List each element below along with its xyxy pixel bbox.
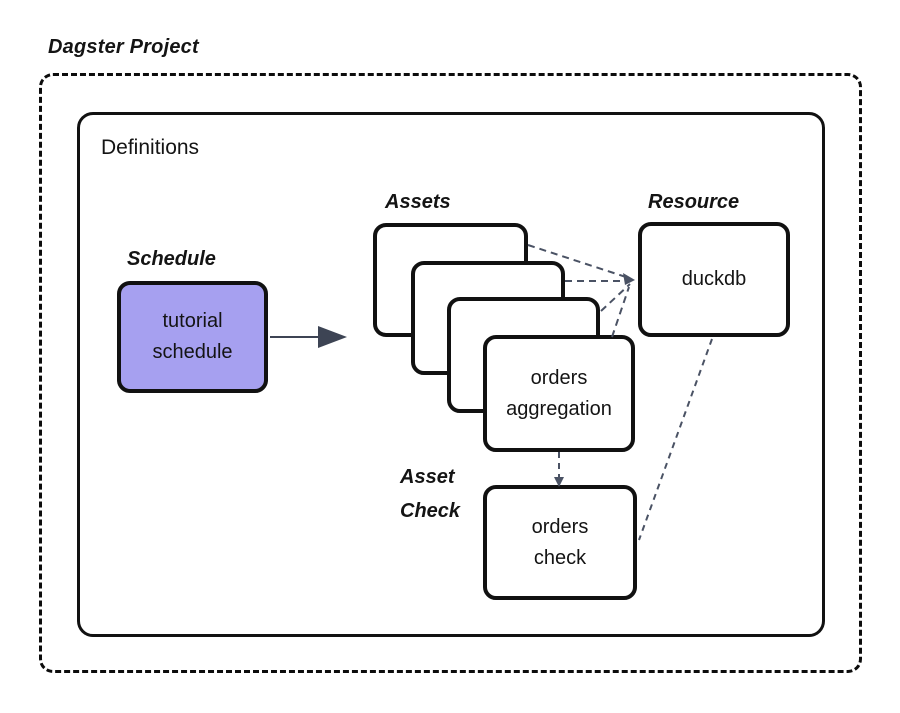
- schedule-label: Schedule: [127, 248, 216, 270]
- asset-check-label: Asset Check: [400, 466, 461, 522]
- duckdb-node-label: duckdb: [681, 268, 747, 290]
- orders-check-node-label: orders check: [531, 515, 589, 569]
- orders-aggregation-node: orders aggregation: [483, 335, 635, 452]
- schedule-node: tutorial schedule: [117, 281, 268, 393]
- assets-label: Assets: [385, 191, 451, 213]
- resource-label: Resource: [648, 191, 740, 213]
- schedule-node-label: tutorial schedule: [152, 310, 233, 363]
- diagram-title: Dagster Project: [48, 36, 199, 58]
- dagster-project-boundary: [39, 73, 862, 673]
- definitions-container: [77, 112, 825, 637]
- orders-check-node: orders check: [483, 485, 637, 600]
- definitions-label: Definitions: [101, 136, 200, 159]
- orders-aggregation-node-label: orders aggregation: [506, 366, 612, 420]
- duckdb-node: duckdb: [638, 222, 790, 337]
